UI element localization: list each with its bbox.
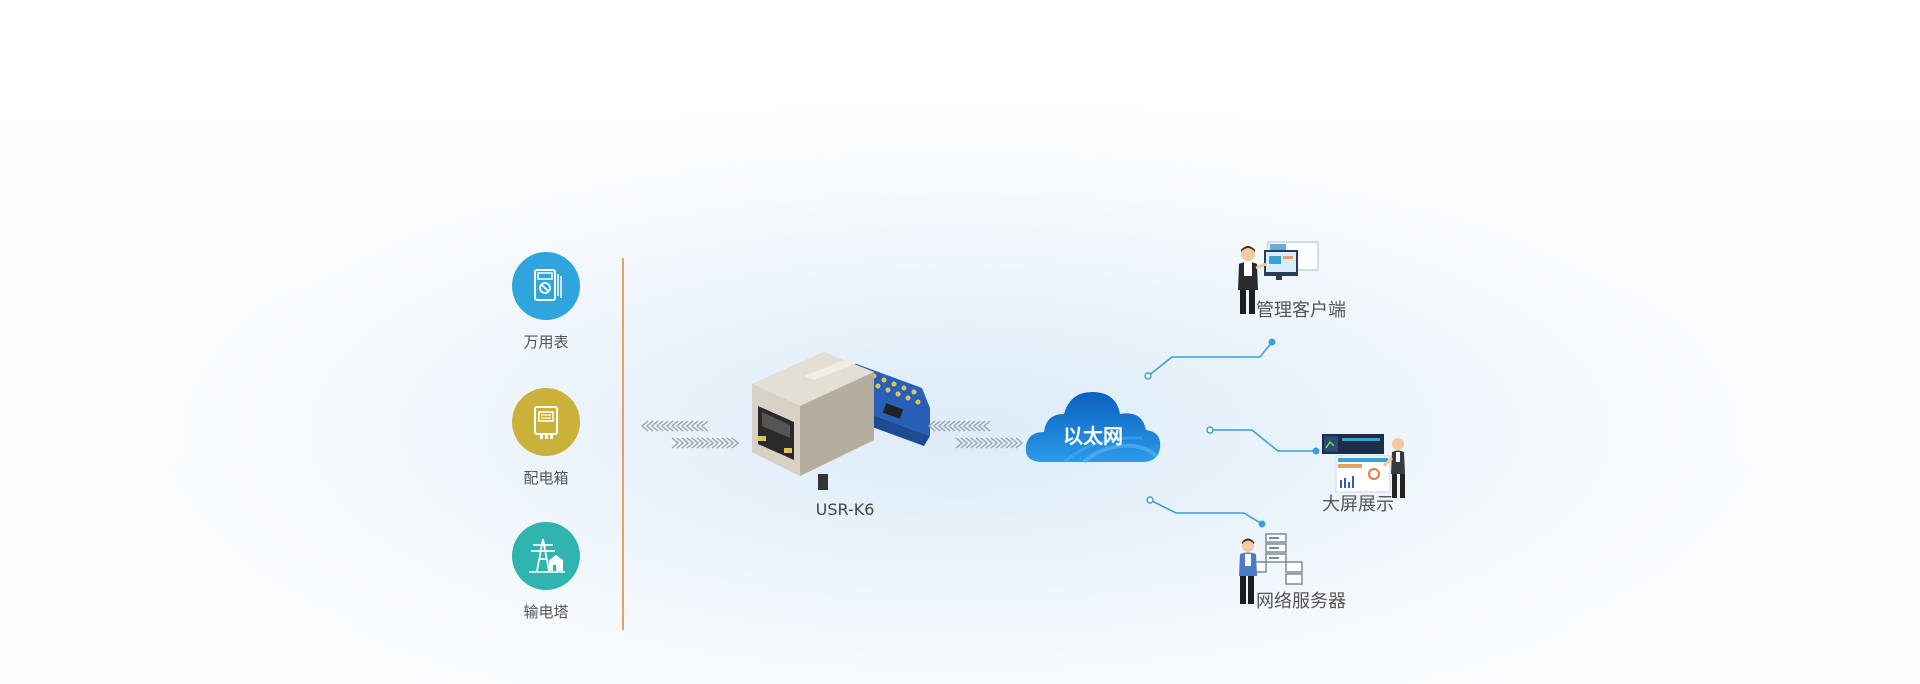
- device-multimeter: 万用表: [498, 252, 594, 352]
- arrows-left: [640, 420, 740, 449]
- client-label: 管理客户端: [1256, 300, 1346, 321]
- ethernet-cloud: 以太网: [1024, 386, 1162, 466]
- server-person-icon: [1239, 533, 1303, 604]
- module-label: USR-K6: [815, 500, 875, 519]
- client-person-icon: [1238, 241, 1319, 314]
- device-label: 输电塔: [523, 603, 569, 621]
- device-transmission-tower: 输电塔: [498, 522, 594, 622]
- screen-label: 大屏展示: [1322, 494, 1394, 515]
- cloud-label: 以太网: [1063, 424, 1123, 448]
- distribution-box-icon: [512, 388, 580, 456]
- divider-line: [622, 258, 624, 630]
- arrows-right: [927, 420, 1024, 449]
- screen-display-icon: [1322, 434, 1405, 498]
- usr-k6-module: [752, 352, 930, 490]
- device-label: 万用表: [523, 333, 569, 351]
- transmission-tower-icon: [512, 522, 580, 590]
- device-label: 配电箱: [523, 469, 569, 487]
- multimeter-icon: [512, 252, 580, 320]
- connector-lines: [1144, 338, 1320, 528]
- server-label: 网络服务器: [1256, 591, 1346, 612]
- cloud-icon: [1025, 392, 1161, 464]
- device-distribution-box: 配电箱: [498, 388, 594, 488]
